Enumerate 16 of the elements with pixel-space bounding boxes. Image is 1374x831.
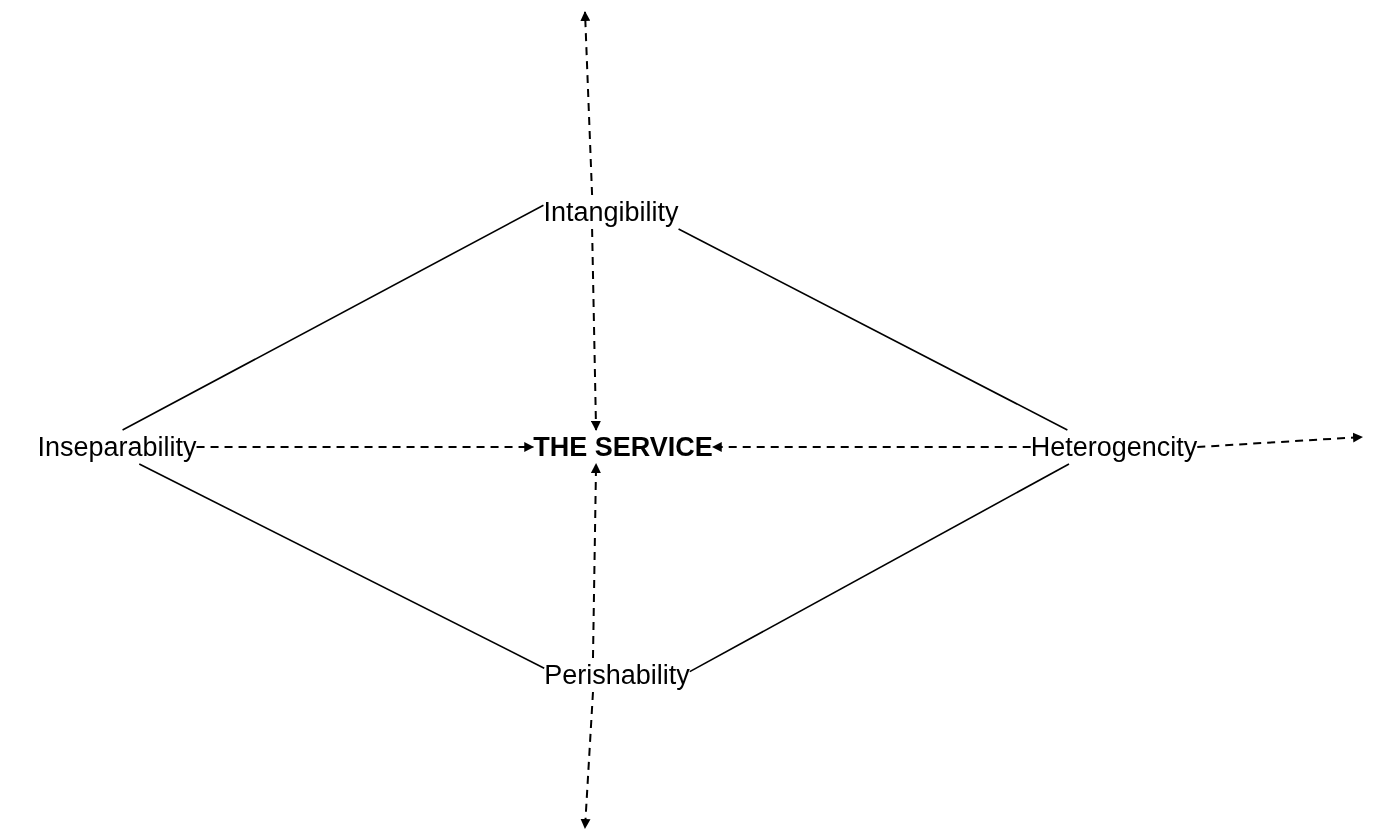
arrow xyxy=(590,463,601,659)
node-label: THE SERVICE xyxy=(533,430,713,464)
node-label: Inseparability xyxy=(37,430,197,464)
arrow xyxy=(195,442,535,452)
arrow xyxy=(580,11,594,196)
connector-line xyxy=(121,204,545,431)
node-label: Perishability xyxy=(544,658,690,692)
node-label: Intangibility xyxy=(543,195,679,229)
arrow xyxy=(580,691,594,829)
arrow xyxy=(1196,432,1363,448)
connector-line xyxy=(138,463,545,669)
node-label: Heterogencity xyxy=(1030,430,1198,464)
connector-line xyxy=(677,228,1069,431)
arrow xyxy=(590,228,601,431)
arrow xyxy=(711,442,1032,452)
connector-line xyxy=(689,463,1070,673)
